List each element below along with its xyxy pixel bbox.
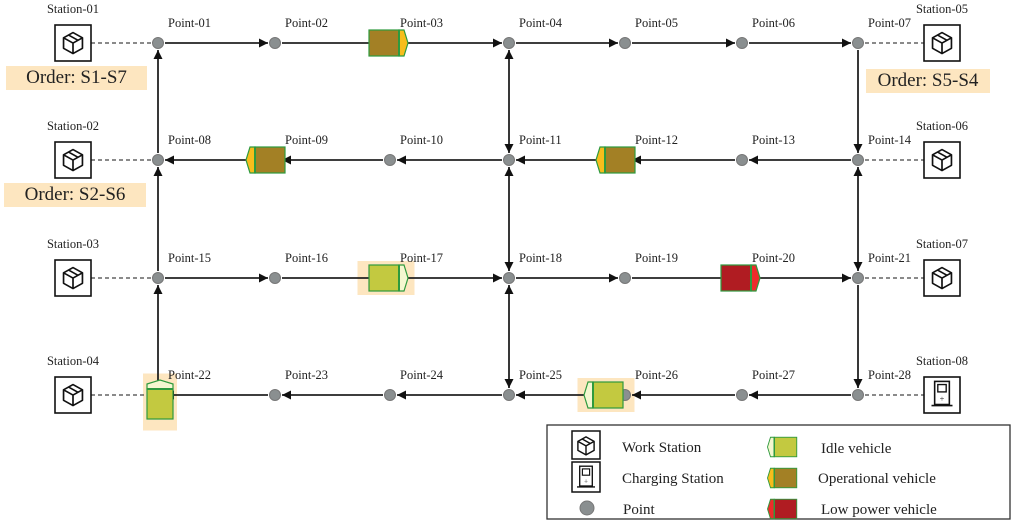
point-label: Point-01: [168, 16, 211, 30]
point-node[interactable]: [503, 37, 515, 49]
work-station[interactable]: [54, 376, 92, 414]
point-label: Point-23: [285, 368, 328, 382]
point-node[interactable]: [503, 272, 515, 284]
legend-charging-station-icon: [571, 461, 601, 493]
legend-operational-label: Operational vehicle: [818, 471, 936, 487]
point-label: Point-27: [752, 368, 795, 382]
point-node[interactable]: [269, 389, 281, 401]
vehicle[interactable]: [583, 381, 624, 409]
point-label: Point-06: [752, 16, 795, 30]
vehicle[interactable]: [146, 379, 174, 420]
work-station[interactable]: [923, 141, 961, 179]
point-node[interactable]: [152, 154, 164, 166]
point-label: Point-05: [635, 16, 678, 30]
point-label: Point-20: [752, 251, 795, 265]
vehicle[interactable]: [368, 264, 409, 292]
station-label: Station-03: [47, 237, 99, 251]
point-node[interactable]: [852, 272, 864, 284]
work-station[interactable]: [54, 259, 92, 297]
point-node[interactable]: [152, 37, 164, 49]
station-label: Station-07: [916, 237, 968, 251]
point-label: Point-13: [752, 133, 795, 147]
point-label: Point-08: [168, 133, 211, 147]
point-node[interactable]: [384, 154, 396, 166]
point-label: Point-21: [868, 251, 911, 265]
legend-low-power-vehicle-icon: [767, 498, 798, 520]
point-label: Point-26: [635, 368, 678, 382]
legend-charging-station-label: Charging Station: [622, 471, 724, 487]
station-label: Station-04: [47, 354, 100, 368]
legend: Work Station Charging Station Point Idle…: [546, 424, 1011, 520]
point-node[interactable]: [736, 154, 748, 166]
point-node[interactable]: [503, 389, 515, 401]
vehicle[interactable]: [595, 146, 636, 174]
point-node[interactable]: [852, 154, 864, 166]
point-node[interactable]: [269, 37, 281, 49]
legend-work-station-icon: [571, 430, 601, 460]
charging-station-icon: [930, 380, 954, 407]
point-node[interactable]: [852, 389, 864, 401]
station-label: Station-05: [916, 2, 968, 16]
station-label: Station-01: [47, 2, 99, 16]
legend-idle-label: Idle vehicle: [821, 441, 892, 457]
point-label: Point-19: [635, 251, 678, 265]
point-label: Point-28: [868, 368, 911, 382]
point-label: Point-09: [285, 133, 328, 147]
point-label: Point-16: [285, 251, 328, 265]
point-label: Point-10: [400, 133, 443, 147]
legend-point-icon: [579, 500, 595, 516]
order-badge-s1-s7: Order: S1-S7: [6, 66, 147, 90]
legend-work-station-label: Work Station: [622, 440, 702, 456]
point-node[interactable]: [152, 272, 164, 284]
point-node[interactable]: [503, 154, 515, 166]
point-label: Point-02: [285, 16, 328, 30]
charging-station[interactable]: [923, 376, 961, 414]
vehicle[interactable]: [368, 29, 409, 57]
vehicle[interactable]: [245, 146, 286, 174]
point-node[interactable]: [619, 272, 631, 284]
station-label: Station-08: [916, 354, 968, 368]
point-node[interactable]: [736, 37, 748, 49]
point-label: Point-03: [400, 16, 443, 30]
point-label: Point-11: [519, 133, 562, 147]
point-label: Point-15: [168, 251, 211, 265]
point-node[interactable]: [269, 272, 281, 284]
point-node[interactable]: [384, 389, 396, 401]
point-label: Point-04: [519, 16, 563, 30]
legend-low-power-label: Low power vehicle: [821, 502, 937, 518]
point-node[interactable]: [852, 37, 864, 49]
point-label: Point-14: [868, 133, 912, 147]
work-station[interactable]: [54, 24, 92, 62]
point-label: Point-12: [635, 133, 678, 147]
point-label: Point-07: [868, 16, 911, 30]
vehicle[interactable]: [720, 264, 761, 292]
order-badge-s5-s4: Order: S5-S4: [866, 69, 990, 93]
work-station[interactable]: [54, 141, 92, 179]
point-label: Point-24: [400, 368, 444, 382]
point-label: Point-17: [400, 251, 443, 265]
order-badge-s2-s6: Order: S2-S6: [4, 183, 146, 207]
point-node[interactable]: [619, 37, 631, 49]
legend-point-label: Point: [623, 502, 656, 518]
work-station[interactable]: [923, 24, 961, 62]
point-label: Point-22: [168, 368, 211, 382]
point-label: Point-18: [519, 251, 562, 265]
point-label: Point-25: [519, 368, 562, 382]
point-node[interactable]: [736, 389, 748, 401]
station-label: Station-02: [47, 119, 99, 133]
work-station[interactable]: [923, 259, 961, 297]
station-label: Station-06: [916, 119, 968, 133]
legend-operational-vehicle-icon: [767, 467, 798, 489]
legend-idle-vehicle-icon: [767, 436, 798, 458]
